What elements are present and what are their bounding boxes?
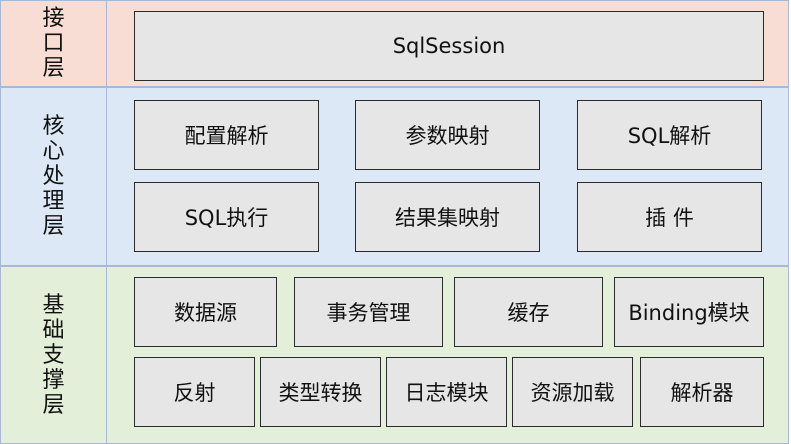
core-layer-label-text: 核心处理层 bbox=[42, 114, 65, 239]
cache-box: 缓存 bbox=[454, 277, 603, 347]
core-layer-label: 核心处理层 bbox=[1, 88, 107, 265]
param-mapping-box: 参数映射 bbox=[355, 100, 540, 170]
interface-layer-label: 接口层 bbox=[1, 1, 107, 86]
resource-loading-box: 资源加载 bbox=[512, 357, 633, 427]
logging-module-box: 日志模块 bbox=[386, 357, 507, 427]
datasource-box: 数据源 bbox=[134, 277, 277, 347]
interface-layer-label-text: 接口层 bbox=[42, 6, 65, 81]
type-conversion-box: 类型转换 bbox=[260, 357, 381, 427]
base-layer-label-text: 基础支撑层 bbox=[42, 292, 65, 418]
config-parse-box: 配置解析 bbox=[134, 100, 319, 170]
reflection-box: 反射 bbox=[134, 357, 255, 427]
plugin-box: 插 件 bbox=[577, 182, 762, 252]
parser-box: 解析器 bbox=[640, 357, 764, 427]
resultset-mapping-box: 结果集映射 bbox=[355, 182, 540, 252]
binding-module-box: Binding模块 bbox=[614, 277, 764, 347]
sql-parse-box: SQL解析 bbox=[577, 100, 762, 170]
sqlsession-box: SqlSession bbox=[134, 11, 764, 81]
core-layer: 核心处理层 配置解析 参数映射 SQL解析 SQL执行 结果集映射 插 件 bbox=[0, 87, 789, 266]
base-layer-label: 基础支撑层 bbox=[1, 267, 107, 443]
transaction-box: 事务管理 bbox=[294, 277, 443, 347]
sql-execute-box: SQL执行 bbox=[134, 182, 319, 252]
interface-layer: 接口层 SqlSession bbox=[0, 0, 789, 87]
base-layer: 基础支撑层 数据源 事务管理 缓存 Binding模块 反射 类型转换 日志模块… bbox=[0, 266, 789, 444]
